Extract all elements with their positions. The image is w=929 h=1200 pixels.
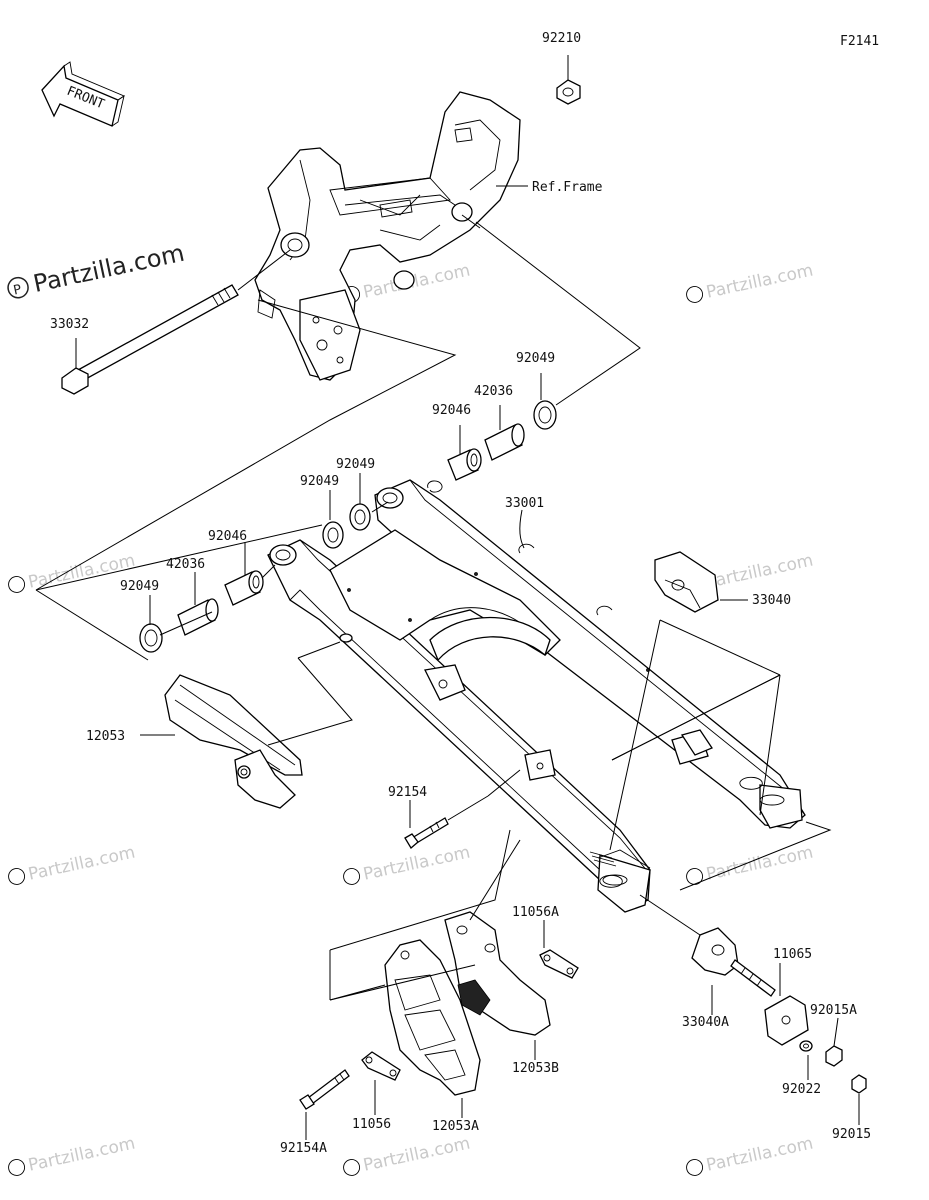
svg-text:P: P [12,282,23,298]
swingarm [267,479,806,913]
nut-92015A [825,1045,843,1067]
watermark-text: Partzilla.com [361,843,472,885]
pivot-bolt [61,284,239,395]
plate-11056 [361,1051,401,1081]
callout-label: 92049 [120,579,159,594]
leader-lines [35,55,860,1140]
watermark-text: Partzilla.com [361,1134,472,1176]
callout-label: 11065 [773,947,812,962]
front-arrow-icon: FRONT [41,61,125,127]
callout-label: 92015 [832,1127,871,1142]
plate-11056A [539,949,579,979]
nut-92210 [556,79,581,105]
callout-label: 33032 [50,317,89,332]
watermark-text: Partzilla.com [361,261,472,303]
watermark-main-text: Partzilla.com [31,239,187,298]
callout-label: 92046 [208,529,247,544]
callout-label: 92022 [782,1082,821,1097]
left-pivot-parts [139,521,344,653]
plate-11065 [764,995,809,1046]
callout-label: 42036 [166,557,205,572]
chain-slider-12053 [164,674,303,809]
right-pivot-parts [349,400,557,531]
watermark-text: Partzilla.com [704,1134,815,1176]
nut-92015 [851,1074,867,1094]
callout-label: 92154A [280,1141,327,1156]
chain-guard-12053A [384,939,481,1096]
adjuster-33040 [654,551,719,756]
watermark-text: Partzilla.com [704,261,815,303]
watermark-text: Partzilla.com [26,1134,137,1176]
watermark-main: P Partzilla.com [7,239,187,299]
callout-label: 33001 [505,496,544,511]
frame-assembly [254,91,521,381]
callout-label: 92154 [388,785,427,800]
bolt-92154 [404,817,449,849]
watermark-text: Partzilla.com [26,843,137,885]
bolt-92154A [299,1069,350,1110]
callout-label: 12053B [512,1061,559,1076]
callout-label: 92049 [336,457,375,472]
callout-labels: 92210 Ref.Frame 33032 92049 42036 92046 … [50,31,871,1156]
ref-frame-label: Ref.Frame [532,180,603,195]
diagram-code: F2141 [840,34,879,49]
callout-label: 92015A [810,1003,857,1018]
callout-label: 33040 [752,593,791,608]
adjuster-33040A [691,927,776,997]
callout-label: 92049 [300,474,339,489]
callout-label: 12053A [432,1119,479,1134]
callout-label: 92210 [542,31,581,46]
callout-label: 92049 [516,351,555,366]
washer-92022 [799,1040,813,1052]
guard-12053B [444,911,551,1036]
watermark-text: Partzilla.com [704,843,815,885]
callout-label: 11056A [512,905,559,920]
watermark-text: Partzilla.com [704,551,815,593]
callout-label: 12053 [86,729,125,744]
callout-label: 92046 [432,403,471,418]
callout-label: 33040A [682,1015,729,1030]
callout-label: 11056 [352,1117,391,1132]
callout-label: 42036 [474,384,513,399]
